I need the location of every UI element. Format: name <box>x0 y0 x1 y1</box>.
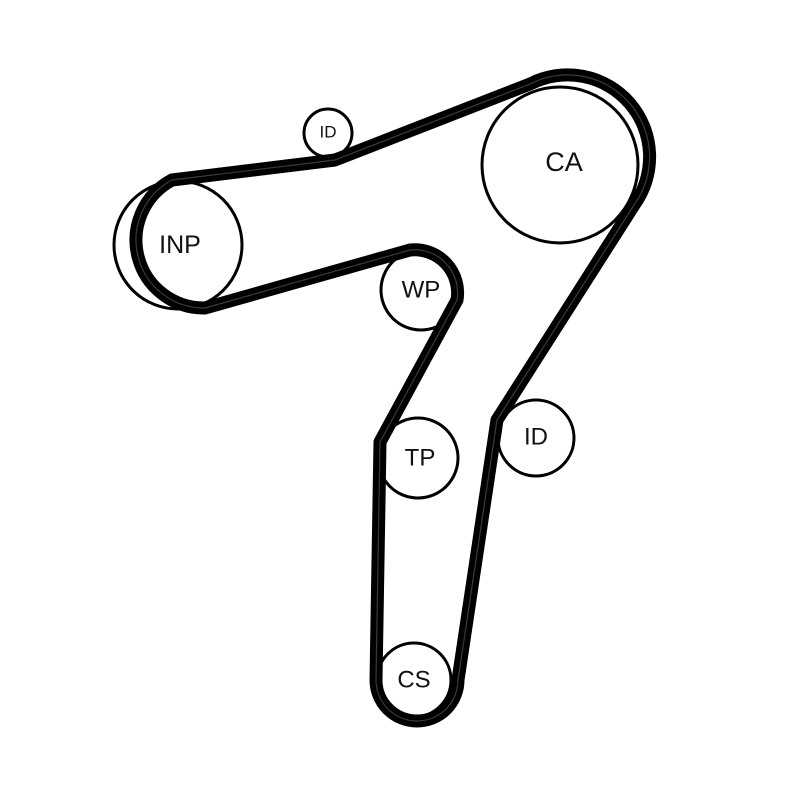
pulley-label: WP <box>402 277 441 304</box>
belt <box>129 68 657 728</box>
pulley-label: INP <box>159 231 201 259</box>
pulley-label: CA <box>545 147 583 177</box>
pulley-label: CS <box>397 667 430 694</box>
pulley-label: TP <box>405 445 436 472</box>
pulley-ca: CA <box>480 85 640 245</box>
pulley-label: ID <box>320 123 337 142</box>
pulley-id-top: ID <box>302 107 354 159</box>
pulley-id-right: ID <box>496 398 576 478</box>
pulley-label: ID <box>524 424 548 451</box>
